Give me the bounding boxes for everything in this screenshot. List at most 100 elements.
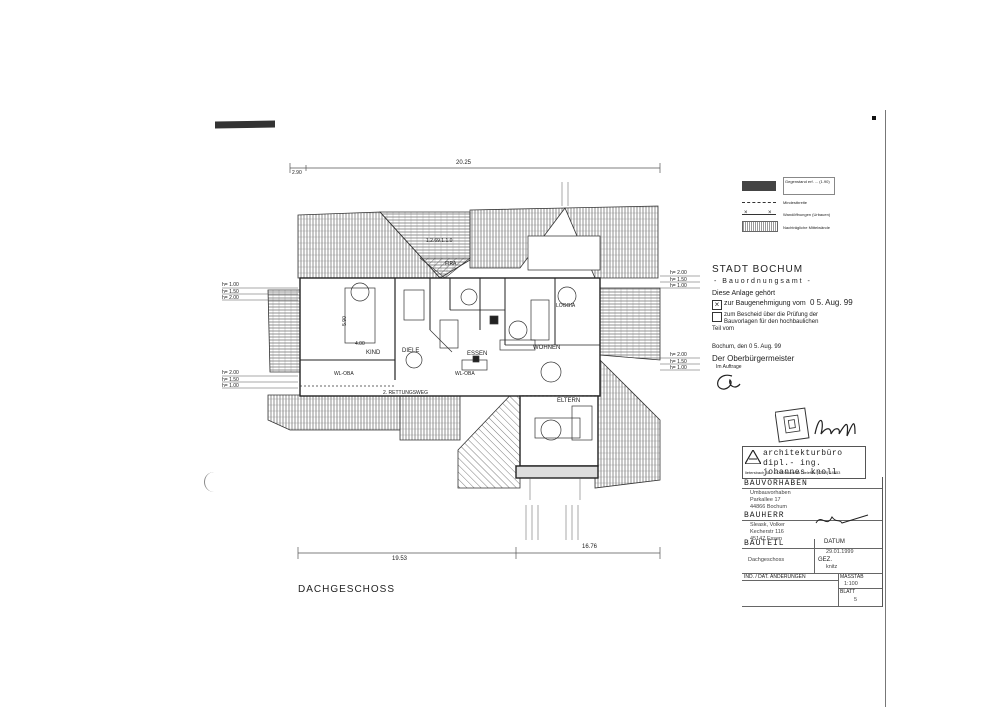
- stamp-by-order: Im Auftrage: [716, 364, 742, 370]
- level-mark-left-3: h= 2.00: [222, 295, 239, 301]
- level-mark-right-1: h= 2.00: [670, 270, 687, 276]
- dim-top-left: 2.90: [292, 170, 302, 176]
- bauherr-header: BAUHERR: [744, 511, 785, 520]
- datum-value: 29.01.1999: [826, 549, 854, 555]
- title-block-divider: [742, 548, 882, 549]
- dim-bottom-left: 19.53: [392, 556, 408, 562]
- stamp-authority: Der Oberbürgermeister: [712, 354, 795, 363]
- legend-item-2: Mindestbreite: [783, 200, 808, 205]
- stamp-line4: Bauvorlagen für den hochbaulichen: [724, 319, 819, 325]
- bauherr-line-3: 45147 Essen: [750, 536, 783, 542]
- room-kind: KIND: [366, 350, 381, 356]
- bauteil-value: Dachgeschoss: [748, 557, 785, 563]
- side-level-marks: [222, 182, 700, 540]
- legend-swatch-dashed: [742, 202, 776, 203]
- bauherr-line-2: Kecherstr 116: [750, 529, 784, 535]
- punch-hole-mark: [204, 472, 215, 492]
- room-kind-width: 4.00: [355, 341, 365, 347]
- bauherr-signature: [815, 514, 869, 524]
- label-wc-2: WL-OBA: [455, 371, 475, 377]
- sheet-edge-line: [885, 110, 886, 707]
- stamp-signature: [717, 374, 741, 390]
- stamp-date1: 0 5. Aug. 99: [810, 298, 853, 307]
- title-block-divider: [742, 580, 838, 581]
- firm-header: architekturbüro dipl.- ing. johannes kno…: [742, 446, 866, 479]
- level-mark-left-6: h= 1.00: [222, 383, 239, 389]
- roof-label: FIRA: [445, 261, 457, 267]
- architect-seal-and-signature: [775, 407, 856, 443]
- legend-swatch-hatch: [742, 221, 778, 232]
- firm-address: lietersbach 31 · 44799 bochum · telefon …: [745, 470, 841, 475]
- bauvorhaben-line-3: 44866 Bochum: [750, 504, 787, 510]
- legend-item-3: Wandöffnungen (Urbauen): [783, 212, 831, 217]
- stamp-checkbox-2: [712, 312, 722, 322]
- blatt-label: BLATT: [840, 589, 856, 595]
- drawing-title: DACHGESCHOSS: [298, 584, 396, 595]
- level-mark-left-5: h= 1.50: [222, 377, 239, 383]
- legend-swatch-dark: [742, 181, 776, 191]
- level-mark-right-3: h= 1.00: [670, 283, 687, 289]
- title-block-divider: [838, 588, 882, 589]
- approval-stamp: STADT BOCHUM - Bauordnungsamt - Diese An…: [712, 262, 872, 402]
- title-block-divider: [742, 488, 882, 489]
- firm-line2: dipl.- ing. johannes knoll: [763, 459, 838, 477]
- gez-label: GEZ.: [818, 557, 833, 563]
- stamp-line1: Diese Anlage gehört: [712, 290, 776, 297]
- level-mark-right-2: h= 1.50: [670, 277, 687, 283]
- bauteil-header: BAUTEIL: [744, 539, 785, 548]
- level-mark-right-6: h= 1.00: [670, 365, 687, 371]
- stamp-city: STADT BOCHUM: [712, 264, 804, 275]
- title-block-divider: [742, 520, 882, 521]
- stamp-office: - Bauordnungsamt -: [714, 278, 812, 285]
- massstab-value: 1:100: [844, 581, 858, 587]
- stamp-checkbox-1: ×: [712, 300, 722, 310]
- level-mark-left-2: h= 1.50: [222, 289, 239, 295]
- dim-side: 5.90: [341, 316, 348, 326]
- legend: Gegenstand erf. ... (1.90) Mindestbreite…: [738, 175, 838, 255]
- bauvorhaben-header: BAUVORHABEN: [744, 479, 808, 488]
- level-mark-right-4: h= 2.00: [670, 352, 687, 358]
- ridge-label: 1.2.69.1.1.0: [426, 238, 453, 244]
- title-block: BAUVORHABEN Umbauvorhaben Parkallee 17 4…: [742, 477, 883, 607]
- datum-label: DATUM: [824, 539, 845, 545]
- title-block-vdivider: [838, 573, 839, 607]
- room-loggia: LOGGIA: [556, 303, 576, 309]
- roof-plan: [267, 205, 661, 489]
- legend-item-1: Gegenstand erf. ... (1.90): [783, 177, 835, 195]
- top-dimension-line: [289, 163, 661, 173]
- dim-bottom-right: 16.76: [582, 544, 598, 550]
- label-wc-1: WL-OBA: [334, 371, 354, 377]
- stamp-place-date: Bochum, den 0 5. Aug. 99: [712, 344, 782, 350]
- room-diele: DIELE: [402, 348, 420, 354]
- room-essen: ESSEN: [467, 351, 488, 357]
- blatt-value: 5: [854, 597, 858, 603]
- legend-item-4: Nachträgliche Mittelwände: [783, 225, 830, 230]
- bauvorhaben-line-2: Parkallee 17: [750, 497, 781, 503]
- bauherr-line-1: Sleask, Volker: [750, 522, 785, 528]
- room-wohnen: WOHNEN: [533, 345, 561, 351]
- level-mark-left-4: h= 2.00: [222, 370, 239, 376]
- level-mark-right-5: h= 1.50: [670, 359, 687, 365]
- title-block-divider: [742, 573, 882, 574]
- interior-floor: [299, 277, 601, 479]
- stamp-line5: Teil vom: [712, 326, 735, 332]
- bauvorhaben-line-1: Umbauvorhaben: [750, 490, 791, 496]
- room-eltern: ELTERN: [557, 398, 581, 404]
- aenderungen-label: IND. / DAT. ÄNDERUNGEN: [744, 574, 806, 580]
- gez-value: knitz: [826, 564, 838, 570]
- stamp-line3: zum Bescheid über die Prüfung der: [724, 312, 819, 318]
- firm-logo-icon: [743, 448, 763, 465]
- legend-swatch-cross: ××: [742, 210, 776, 216]
- bottom-dimension-line: [297, 547, 661, 559]
- furniture-symbols: [300, 282, 598, 441]
- dim-top-total: 20.25: [456, 160, 472, 166]
- level-mark-left-1: h= 1.00: [222, 282, 239, 288]
- label-rettungsweg: 2. RETTUNGSWEG: [383, 390, 429, 396]
- stamp-line2: zur Baugenehmigung vom: [724, 300, 806, 307]
- massstab-label: MASSTAB: [840, 574, 864, 580]
- firm-line1: architekturbüro: [763, 449, 843, 458]
- title-block-divider: [742, 606, 882, 607]
- title-block-vdivider: [814, 539, 815, 573]
- scan-dot-mark: [872, 116, 876, 120]
